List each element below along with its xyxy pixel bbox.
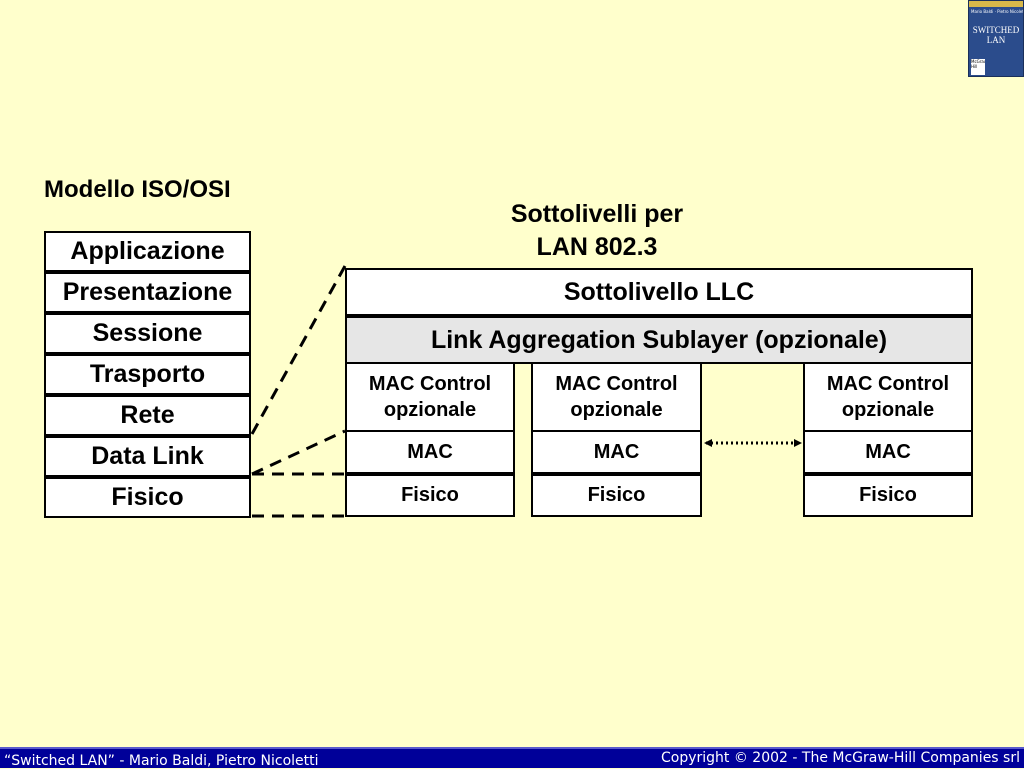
dashed-line-osi-to-llc — [250, 265, 347, 435]
cover-publisher: McGraw-Hill — [971, 59, 985, 75]
osi-title: Modello ISO/OSI — [44, 176, 231, 203]
footer-left-text: “Switched LAN” - Mario Baldi, Pietro Nic… — [4, 753, 319, 769]
osi-layer-presentation: Presentazione — [44, 272, 251, 313]
mac-control-box-1: MAC Control opzionale — [345, 362, 515, 432]
link-aggregation-sublayer: Link Aggregation Sublayer (opzionale) — [345, 316, 973, 364]
osi-layer-session: Sessione — [44, 313, 251, 354]
mac-box-2: MAC — [531, 430, 702, 474]
osi-layer-physical: Fisico — [44, 477, 251, 518]
osi-layer-transport: Trasporto — [44, 354, 251, 395]
mac-box-3: MAC — [803, 430, 973, 474]
cover-authors: Mario Baldi · Pietro Nicoletti — [971, 9, 1023, 14]
footer-right-text: Copyright © 2002 - The McGraw-Hill Compa… — [661, 750, 1020, 766]
llc-sublayer: Sottolivello LLC — [345, 268, 973, 316]
physical-box-3: Fisico — [803, 474, 973, 517]
dashed-line-datalink-to-mac — [251, 429, 346, 476]
cover-band — [969, 1, 1023, 7]
physical-box-1: Fisico — [345, 474, 515, 517]
osi-layer-data-link: Data Link — [44, 436, 251, 477]
lan-title-line2: LAN 802.3 — [536, 233, 658, 261]
mac-control-box-3: MAC Control opzionale — [803, 362, 973, 432]
footer-bar: “Switched LAN” - Mario Baldi, Pietro Nic… — [0, 747, 1024, 769]
lan-title: Sottolivelli per LAN 802.3 — [470, 198, 724, 264]
osi-layer-application: Applicazione — [44, 231, 251, 272]
osi-layer-network: Rete — [44, 395, 251, 436]
physical-box-2: Fisico — [531, 474, 702, 517]
book-cover-logo: Mario Baldi · Pietro Nicoletti SWITCHED … — [968, 0, 1024, 77]
mac-box-1: MAC — [345, 430, 515, 474]
cover-title: SWITCHED LAN — [972, 25, 1020, 45]
mac-control-box-2: MAC Control opzionale — [531, 362, 702, 432]
lan-title-line1: Sottolivelli per — [510, 200, 684, 228]
